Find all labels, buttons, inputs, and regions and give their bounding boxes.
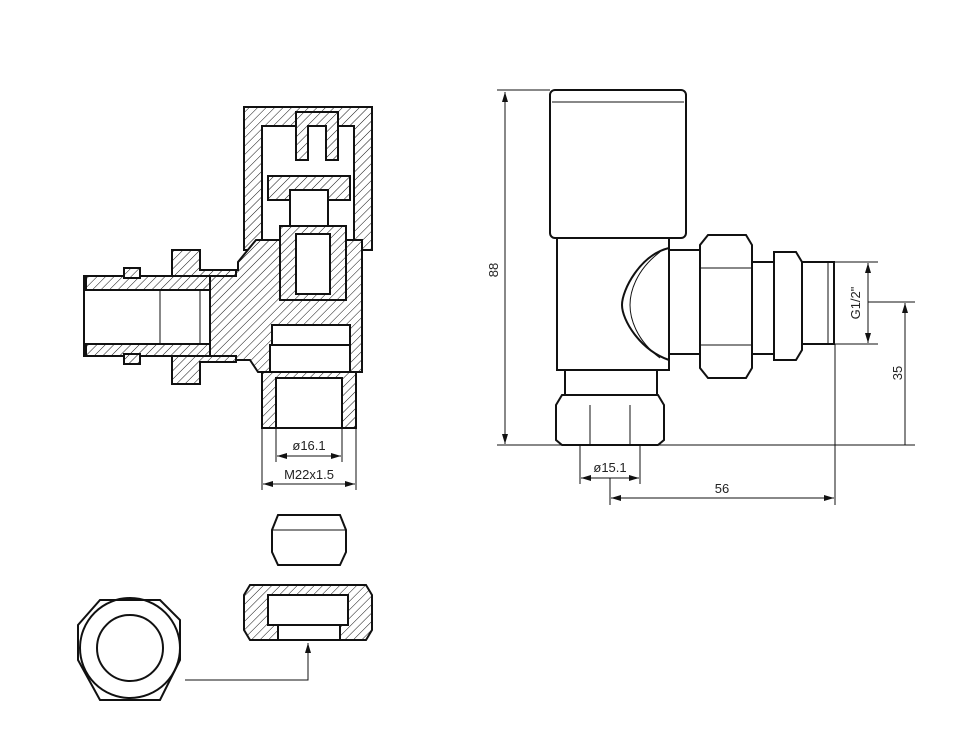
valve-body xyxy=(556,237,670,371)
nut-end-view xyxy=(77,597,181,701)
exploded-parts xyxy=(77,514,373,701)
dim-axis-height: 35 xyxy=(890,366,905,380)
outlet-nut xyxy=(555,394,665,446)
spindle-section xyxy=(267,175,351,201)
inlet-thread xyxy=(801,261,835,345)
dim-connection-thread: G1/2" xyxy=(848,286,863,319)
left-nut-section xyxy=(171,249,237,277)
dim-inner-diameter: ø16.1 xyxy=(292,438,325,453)
section-view: ø16.1 M22x1.5 xyxy=(83,106,373,490)
olive xyxy=(271,514,347,566)
dim-outlet-diameter: ø15.1 xyxy=(593,460,626,475)
dim-length: 56 xyxy=(715,481,729,496)
handle-cap xyxy=(549,89,687,239)
side-view: 88 G1/2" 35 ø15.1 56 xyxy=(486,89,915,505)
inlet-hex-nut xyxy=(699,234,753,379)
dim-thread: M22x1.5 xyxy=(284,467,334,482)
dim-height: 88 xyxy=(486,263,501,277)
